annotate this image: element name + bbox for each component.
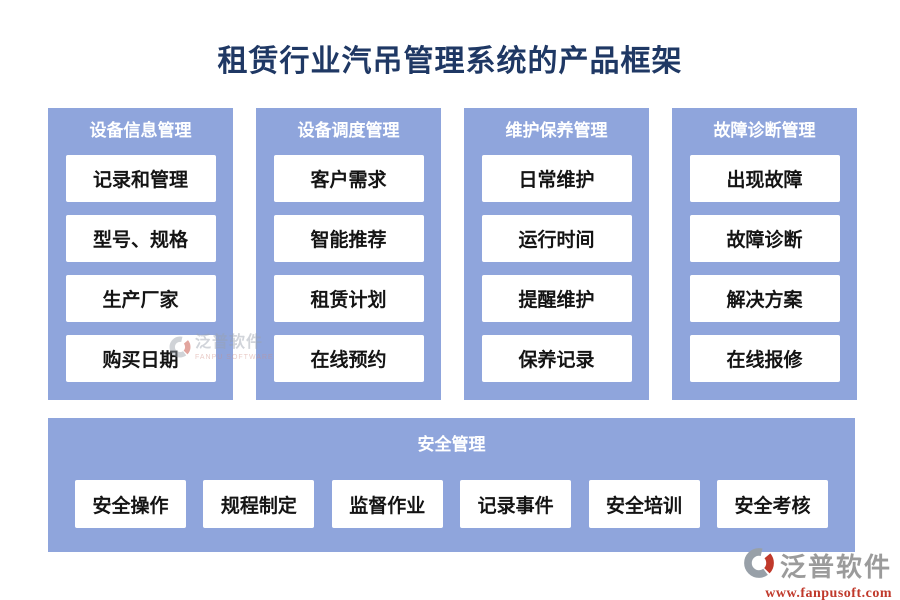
module-item: 客户需求 [273,155,424,202]
column-header: 故障诊断管理 [713,121,816,140]
safety-management-band: 安全管理 安全操作 规程制定 监督作业 记录事件 安全培训 安全考核 [48,418,855,552]
module-item: 故障诊断 [689,215,840,262]
module-item: 日常维护 [481,155,632,202]
module-item: 运行时间 [481,215,632,262]
column-fault-diagnosis: 故障诊断管理 出现故障 故障诊断 解决方案 在线报修 [672,108,857,400]
module-item: 在线报修 [689,335,840,382]
safety-items-row: 安全操作 规程制定 监督作业 记录事件 安全培训 安全考核 [48,480,855,528]
module-item: 保养记录 [481,335,632,382]
module-item: 智能推荐 [273,215,424,262]
column-header: 设备信息管理 [89,121,192,140]
safety-item: 监督作业 [331,480,443,528]
module-item: 在线预约 [273,335,424,382]
module-item: 提醒维护 [481,275,632,322]
module-item: 解决方案 [689,275,840,322]
safety-item: 安全培训 [588,480,700,528]
safety-item: 规程制定 [203,480,315,528]
column-header: 维护保养管理 [505,121,608,140]
safety-item: 安全考核 [716,480,828,528]
safety-header: 安全管理 [417,435,486,454]
module-item: 型号、规格 [65,215,216,262]
fanpu-logo: 泛普软件 www.fanpusoft.com [742,546,892,600]
column-equipment-dispatch: 设备调度管理 客户需求 智能推荐 租赁计划 在线预约 [256,108,441,400]
module-item: 生产厂家 [65,275,216,322]
fanpu-logo-name: 泛普软件 [779,552,892,582]
module-item: 购买日期 [65,335,216,382]
module-columns: 设备信息管理 记录和管理 型号、规格 生产厂家 购买日期 设备调度管理 客户需求… [48,108,857,400]
module-item: 出现故障 [689,155,840,202]
safety-item: 安全操作 [75,480,186,528]
column-header: 设备调度管理 [297,121,400,140]
page-title: 租赁行业汽吊管理系统的产品框架 [217,45,683,78]
column-maintenance: 维护保养管理 日常维护 运行时间 提醒维护 保养记录 [464,108,649,400]
fanpu-logo-row: 泛普软件 [742,546,892,585]
safety-item: 记录事件 [460,480,572,528]
fanpu-logo-url: www.fanpusoft.com [765,586,892,600]
module-item: 租赁计划 [273,275,424,322]
column-equipment-info: 设备信息管理 记录和管理 型号、规格 生产厂家 购买日期 [48,108,233,400]
module-item: 记录和管理 [65,155,216,202]
fanpu-logo-icon [742,546,776,585]
